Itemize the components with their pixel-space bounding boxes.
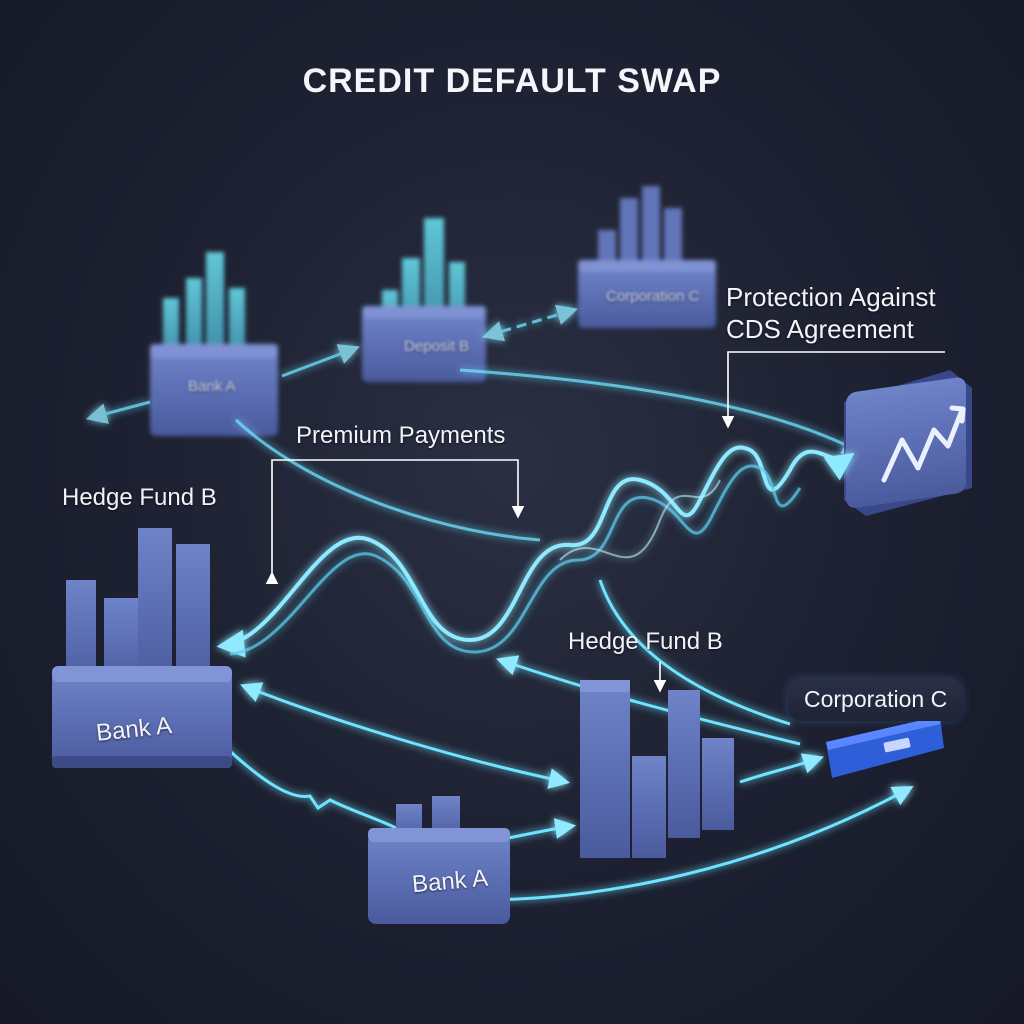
leader-lines (265, 351, 945, 693)
corporation-c-back-label: Corporation C (606, 288, 700, 305)
deposit-b-back-label: Deposit B (404, 338, 470, 355)
corporation-label: Corporation C (788, 678, 964, 721)
protection-label-line1: Protection Against (726, 282, 936, 312)
premium-wave (216, 445, 855, 658)
hedge-fund-b-bars (580, 680, 734, 858)
corporation-c-device (826, 716, 944, 778)
protection-label-line2: CDS Agreement (726, 314, 914, 344)
bank-a-back-block (150, 252, 278, 436)
deposit-b-back-block (362, 218, 486, 382)
page-title: CREDIT DEFAULT SWAP (302, 62, 722, 100)
corporation-c-back-block (578, 186, 716, 328)
hedge-fund-left-label: Hedge Fund B (62, 484, 217, 511)
trend-icon (881, 405, 966, 483)
premium-payments-label: Premium Payments (296, 422, 506, 449)
bank-a-front-block (52, 528, 232, 768)
bank-a-bottom-block (368, 796, 510, 924)
bank-a-back-label: Bank A (188, 378, 236, 395)
cds-agreement-box (844, 370, 972, 516)
hedge-fund-right-label: Hedge Fund B (568, 628, 723, 655)
lower-connectors (216, 579, 914, 902)
